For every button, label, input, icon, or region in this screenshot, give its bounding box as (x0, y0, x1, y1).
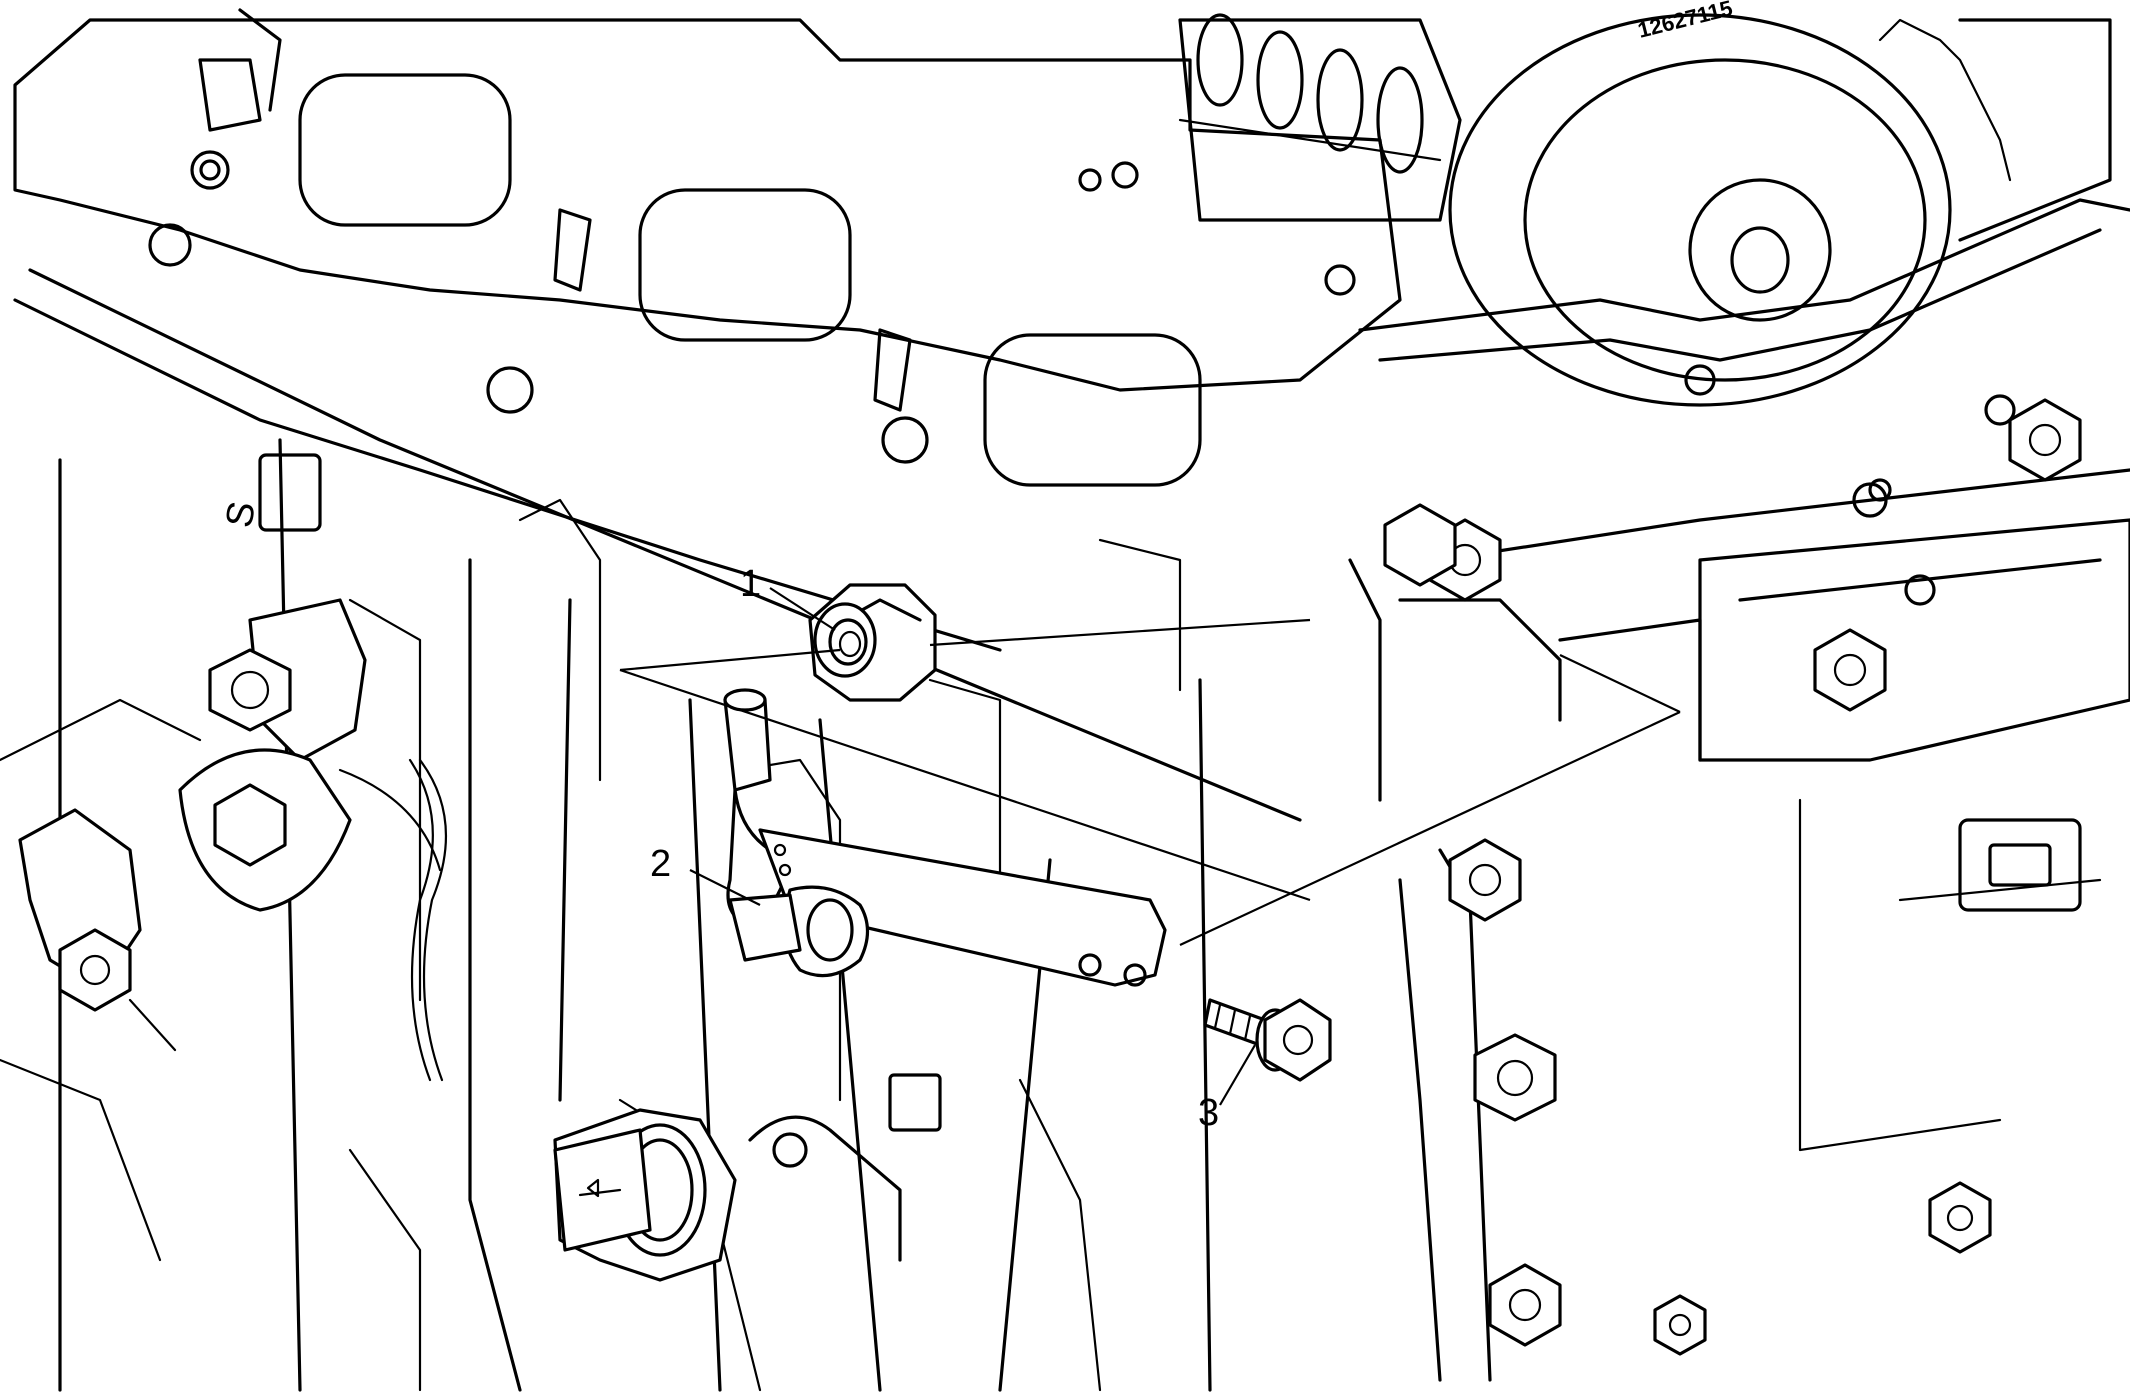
part-3-bolt (1203, 998, 1332, 1082)
cover-bolt (1383, 503, 1457, 587)
camshaft (1178, 13, 1462, 222)
sensor-bracket (748, 1073, 942, 1262)
cover-bolt (1653, 1294, 1707, 1356)
bracket-bolt (1473, 1033, 1557, 1122)
callout-2: 2 (650, 843, 671, 885)
cover-bolt (1928, 1181, 1992, 1254)
leader-lines (619, 587, 1681, 1106)
part-2-tube-assembly (723, 688, 1167, 987)
knock-sensor (178, 598, 442, 912)
callout-3: 3 (1198, 1092, 1219, 1134)
bracket-bolt (1448, 838, 1522, 922)
cover-bolt (2008, 398, 2082, 482)
crankshaft-position-sensor (553, 1108, 737, 1282)
block-mark: S (218, 498, 264, 530)
bracket-bolt (1488, 1263, 1562, 1347)
part-number-stamp: 12627115 (1635, 0, 1735, 43)
mounting-bracket (1348, 558, 1562, 1382)
timing-cover (1358, 198, 2130, 1152)
camshaft-position-sensor (18, 808, 177, 1052)
part-1-fitting (808, 583, 937, 702)
cover-bolt (1813, 628, 1887, 712)
callout-1: 1 (740, 563, 761, 605)
